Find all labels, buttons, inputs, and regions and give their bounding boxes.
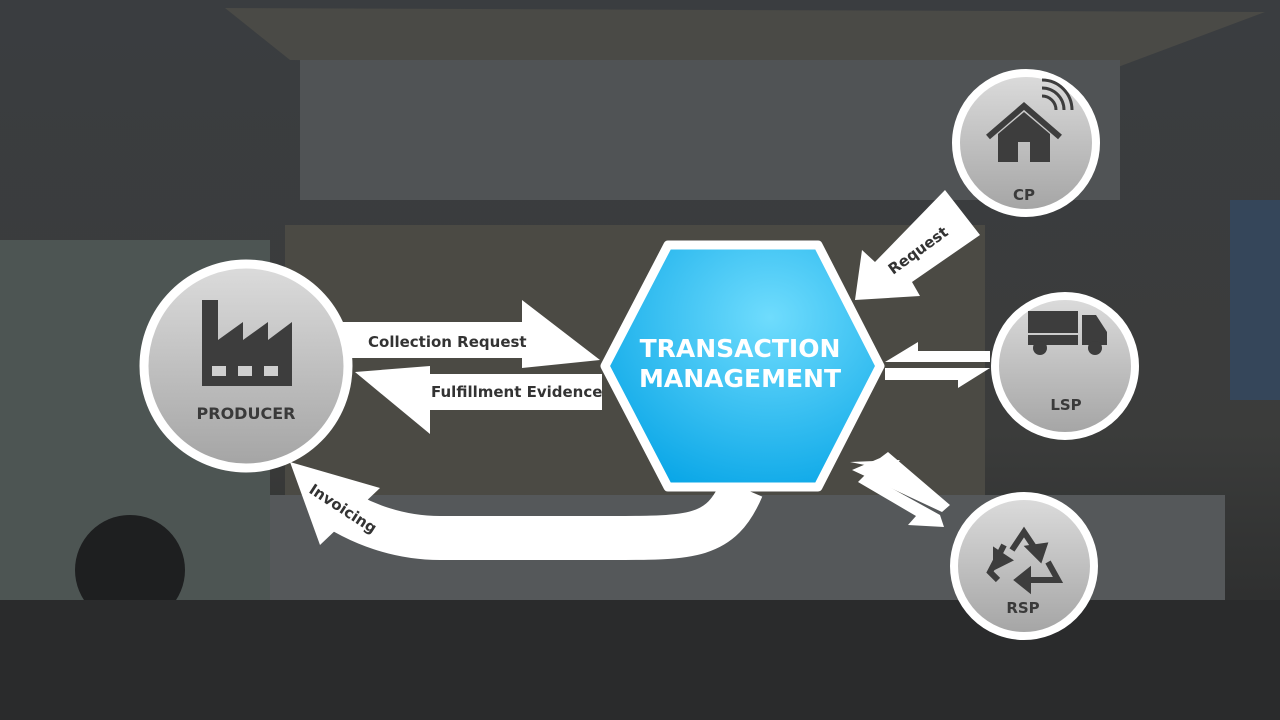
collection-request-label: Collection Request — [368, 333, 527, 351]
rsp-node[interactable]: RSP — [950, 492, 1098, 640]
factory-icon — [202, 300, 292, 386]
collection-request-arrow: Collection Request — [338, 300, 600, 368]
hub-title-line1: TRANSACTION — [640, 334, 841, 363]
lsp-label: LSP — [1050, 396, 1081, 414]
truck-icon — [1028, 311, 1107, 355]
rsp-label: RSP — [1006, 599, 1039, 617]
cp-node[interactable]: CP — [952, 69, 1100, 217]
lsp-exchange-arrows — [885, 342, 990, 388]
fulfillment-evidence-label: Fulfillment Evidence — [431, 383, 602, 401]
cp-label: CP — [1013, 186, 1035, 204]
hub-title-line2: MANAGEMENT — [639, 364, 841, 393]
invoicing-arrow: Invoicing — [290, 462, 763, 561]
producer-label: PRODUCER — [197, 404, 296, 423]
smart-home-icon — [986, 78, 1074, 162]
fulfillment-evidence-arrow: Fulfillment Evidence — [355, 366, 602, 434]
producer-node[interactable]: PRODUCER — [139, 259, 353, 473]
recycle-icon — [986, 526, 1064, 595]
lsp-node[interactable]: LSP — [991, 292, 1139, 440]
rsp-exchange-arrows — [850, 452, 950, 527]
transaction-management-hub[interactable]: TRANSACTION MANAGEMENT — [600, 240, 885, 492]
